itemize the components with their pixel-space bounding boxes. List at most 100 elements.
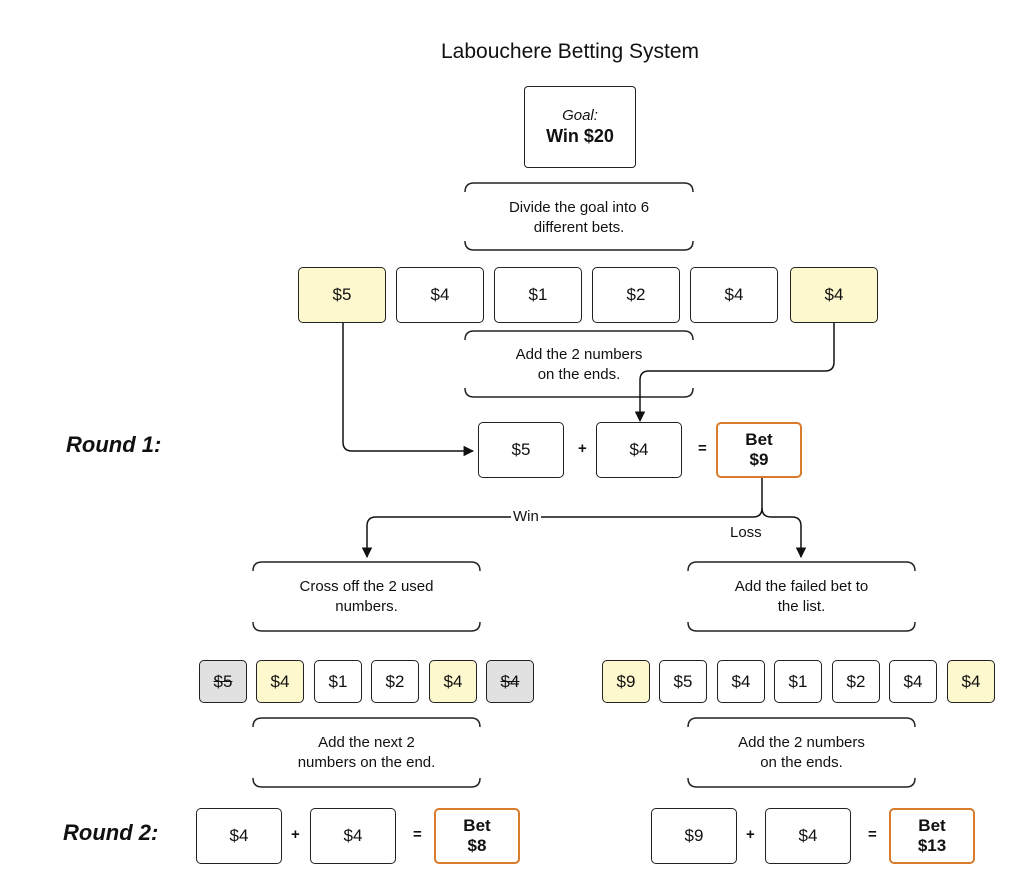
brace-add-ends-top	[464, 330, 694, 341]
list-item-value: $4	[731, 671, 751, 691]
list-item: $4	[396, 267, 484, 323]
goal-label: Goal:	[562, 107, 598, 124]
brace-cross-off-bottom	[252, 621, 481, 632]
round-1-addend-a-value: $5	[511, 440, 531, 459]
list-item-value: $9	[616, 671, 636, 691]
list-item-value: $5	[213, 671, 233, 691]
brace-divide-top	[464, 182, 694, 193]
note-next-two: Add the next 2 numbers on the end.	[253, 724, 480, 782]
note-braces	[252, 182, 916, 788]
list-item: $9	[602, 660, 650, 703]
equals-sign: =	[698, 440, 707, 457]
round-1-addend-a: $5	[478, 422, 564, 478]
list-item: $5	[298, 267, 386, 323]
list-item-value: $2	[626, 285, 646, 304]
list-item: $2	[371, 660, 419, 703]
brace-next-two-bottom	[252, 777, 481, 788]
note-next-two-line-1: Add the next 2	[318, 734, 415, 751]
note-add-ends: Add the 2 numbers on the ends.	[465, 337, 693, 393]
connector-bet-stem	[761, 478, 772, 518]
note-add-ends-2-line-2: on the ends.	[760, 754, 843, 771]
round-2-win-addend-b: $4	[310, 808, 396, 864]
list-item: $1	[494, 267, 582, 323]
equals-sign: =	[413, 826, 422, 843]
list-item-value: $5	[673, 671, 693, 691]
note-cross-off-line-2: numbers.	[335, 598, 398, 615]
goal-value: Win $20	[546, 126, 614, 146]
round-1-label: Round 1:	[66, 432, 162, 457]
brace-cross-off-top	[252, 561, 481, 572]
round-2-loss-addend-a: $9	[651, 808, 737, 864]
goal-box: Goal: Win $20	[524, 86, 636, 168]
list-item-value: $4	[270, 671, 290, 691]
note-add-failed-line-1: Add the failed bet to	[734, 578, 869, 595]
note-divide: Divide the goal into 6 different bets.	[465, 190, 693, 246]
bet-word: Bet	[463, 816, 491, 835]
list-item: $1	[774, 660, 822, 703]
list-item-value: $1	[328, 671, 348, 691]
equals-sign: =	[868, 826, 877, 843]
list-item: $4	[790, 267, 878, 323]
brace-add-ends-bottom	[464, 387, 694, 398]
list-item: $2	[592, 267, 680, 323]
list-item: $4	[256, 660, 304, 703]
diagram-title: Labouchere Betting System	[441, 40, 699, 63]
bet-word: Bet	[745, 430, 773, 449]
note-cross-off: Cross off the 2 used numbers.	[253, 568, 480, 626]
brace-add-failed-bottom	[687, 621, 916, 632]
note-divide-line-1: Divide the goal into 6	[508, 199, 650, 216]
round-1-bet-box: Bet $9	[716, 422, 802, 478]
round-2-win-addend-a: $4	[196, 808, 282, 864]
list-item-value: $4	[500, 671, 520, 691]
note-add-ends-line-2: on the ends.	[537, 366, 621, 383]
note-add-ends-2: Add the 2 numbers on the ends.	[688, 724, 915, 782]
bet-value: $13	[917, 836, 947, 855]
addend-value: $4	[343, 826, 363, 845]
list-item: $2	[832, 660, 880, 703]
addend-value: $9	[684, 826, 704, 845]
addend-value: $4	[798, 826, 818, 845]
list-item-value: $4	[903, 671, 923, 691]
bet-word: Bet	[918, 816, 946, 835]
arrow-loss-branch	[771, 516, 807, 559]
note-add-ends-line-1: Add the 2 numbers	[515, 346, 643, 363]
note-add-failed-line-2: the list.	[777, 598, 826, 615]
loss-branch-label: Loss	[728, 524, 764, 541]
list-item-value: $2	[846, 671, 866, 691]
list-item-value: $5	[332, 285, 352, 304]
arrow-win-branch	[361, 507, 763, 559]
arrow-last-to-sum	[634, 323, 835, 423]
list-item: $4	[717, 660, 765, 703]
list-item: $4	[947, 660, 995, 703]
note-next-two-line-2: numbers on the end.	[297, 754, 436, 771]
list-item-value: $2	[385, 671, 405, 691]
note-divide-line-2: different bets.	[533, 219, 625, 236]
crossed-off-item: $5	[199, 660, 247, 703]
arrow-first-to-sum	[342, 323, 475, 457]
note-add-failed: Add the failed bet to the list.	[688, 568, 915, 626]
win-branch-label: Win	[511, 508, 541, 525]
list-item-value: $1	[788, 671, 808, 691]
note-cross-off-line-1: Cross off the 2 used	[299, 578, 434, 595]
list-item: $4	[690, 267, 778, 323]
list-item: $1	[314, 660, 362, 703]
round-1-addend-b-value: $4	[629, 440, 649, 459]
brace-add-ends-2-top	[687, 717, 916, 728]
plus-sign: +	[746, 826, 755, 843]
round-2-win-bet-box: Bet $8	[434, 808, 520, 864]
list-item-value: $4	[430, 285, 450, 304]
addend-value: $4	[229, 826, 249, 845]
list-item: $4	[889, 660, 937, 703]
brace-add-ends-2-bottom	[687, 777, 916, 788]
list-item-value: $4	[724, 285, 744, 304]
brace-add-failed-top	[687, 561, 916, 572]
round-2-loss-bet-box: Bet $13	[889, 808, 975, 864]
list-item-value: $4	[824, 285, 844, 304]
note-add-ends-2-line-1: Add the 2 numbers	[738, 734, 865, 751]
plus-sign: +	[578, 440, 587, 457]
list-item-value: $4	[961, 671, 981, 691]
bet-value: $8	[467, 836, 487, 855]
list-item-value: $4	[443, 671, 463, 691]
